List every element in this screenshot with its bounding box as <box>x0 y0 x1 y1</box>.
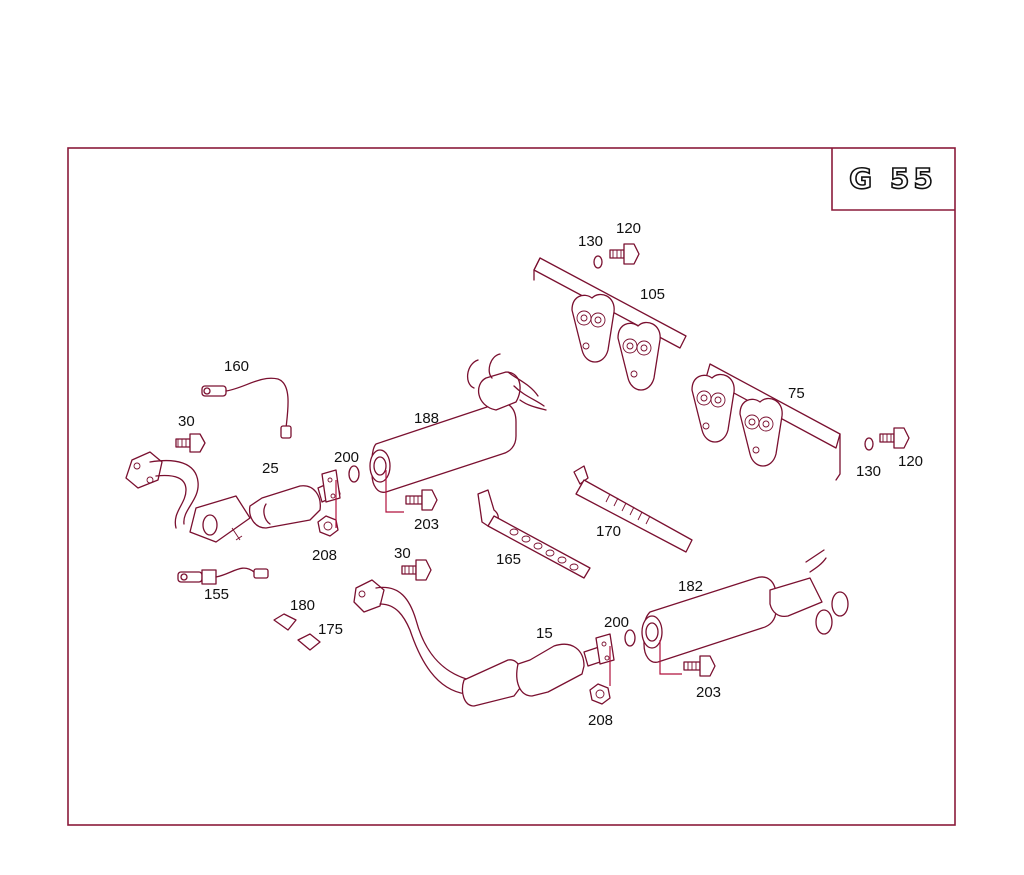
cable-tie-170 <box>573 465 693 553</box>
bolt-120-right <box>879 427 910 449</box>
bolt-203-upper <box>405 489 438 511</box>
clamp-strip-165 <box>477 489 591 579</box>
nut-208-lower <box>589 683 611 705</box>
clip-180 <box>273 613 297 631</box>
bolt-120-upper <box>609 243 640 265</box>
oxygen-sensor-155 <box>177 567 269 585</box>
front-pipe-25 <box>125 451 341 543</box>
leader-188-203 <box>385 470 404 513</box>
callout-30-lower: 30 <box>394 545 411 562</box>
muffler-188 <box>369 353 547 493</box>
nut-208-upper <box>317 515 339 537</box>
washer-130-right <box>864 437 874 451</box>
muffler-182 <box>641 549 849 663</box>
callout-120-upper: 120 <box>616 220 641 237</box>
bolt-203-lower <box>683 655 716 677</box>
callout-200-upper: 200 <box>334 449 359 466</box>
callout-180: 180 <box>290 597 315 614</box>
diagram-frame <box>67 147 956 826</box>
callout-130-upper: 130 <box>578 233 603 250</box>
leader-182-203 <box>659 640 682 675</box>
flange-plate-15 <box>595 633 615 665</box>
callout-25: 25 <box>262 460 279 477</box>
callout-15: 15 <box>536 625 553 642</box>
callout-170: 170 <box>596 523 621 540</box>
callout-120-right: 120 <box>898 453 923 470</box>
oxygen-sensor-160 <box>201 377 292 439</box>
callout-160: 160 <box>224 358 249 375</box>
flange-plate-25 <box>321 469 341 503</box>
bolt-30-lower <box>401 559 432 581</box>
callout-175: 175 <box>318 621 343 638</box>
callout-30-upper: 30 <box>178 413 195 430</box>
bracket-105 <box>533 257 687 391</box>
callout-208-lower: 208 <box>588 712 613 729</box>
gasket-200-lower <box>624 629 636 647</box>
front-pipe-15 <box>353 579 607 707</box>
callout-188: 188 <box>414 410 439 427</box>
callout-208-upper: 208 <box>312 547 337 564</box>
callout-182: 182 <box>678 578 703 595</box>
model-badge: G 55 <box>831 148 955 211</box>
callout-203-upper: 203 <box>414 516 439 533</box>
washer-130-upper <box>593 255 603 269</box>
bracket-75 <box>691 363 841 481</box>
callout-155: 155 <box>204 586 229 603</box>
clip-175 <box>297 633 321 651</box>
callout-130-right: 130 <box>856 463 881 480</box>
callout-75: 75 <box>788 385 805 402</box>
model-label: G 55 <box>849 162 937 195</box>
callout-200-lower: 200 <box>604 614 629 631</box>
callout-105: 105 <box>640 286 665 303</box>
gasket-200-upper <box>348 465 360 483</box>
callout-165: 165 <box>496 551 521 568</box>
bolt-30-upper <box>175 433 206 453</box>
callout-203-lower: 203 <box>696 684 721 701</box>
